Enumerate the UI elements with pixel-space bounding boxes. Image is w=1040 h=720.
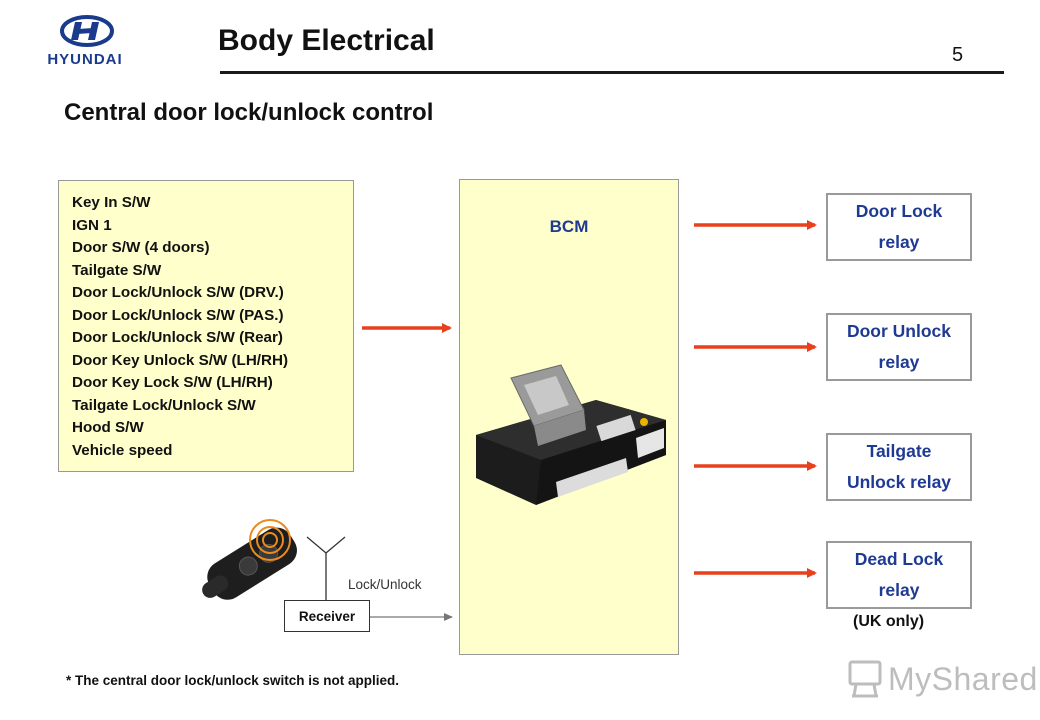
header-title: Body Electrical	[218, 24, 435, 57]
footnote: * The central door lock/unlock switch is…	[66, 673, 400, 688]
brand-wordmark: HYUNDAI	[47, 51, 122, 68]
lock-unlock-signal-label: Lock/Unlock	[348, 577, 422, 592]
input-item: Door Key Lock S/W (LH/RH)	[72, 374, 273, 391]
relay-line1: Door Unlock	[846, 321, 952, 341]
input-item: Door Lock/Unlock S/W (DRV.)	[72, 284, 284, 301]
input-item: Key In S/W	[72, 194, 151, 211]
section-title: Central door lock/unlock control	[64, 99, 434, 126]
bcm-module-icon	[476, 364, 666, 505]
uk-only-note: (UK only)	[853, 613, 925, 630]
hyundai-logo: HYUNDAI	[47, 15, 122, 68]
relay-line1: Tailgate	[866, 441, 932, 461]
input-item: Tailgate Lock/Unlock S/W	[72, 396, 256, 414]
relay-line1: Door Lock	[855, 201, 943, 221]
input-item: Door Lock/Unlock S/W (Rear)	[72, 329, 283, 346]
antenna-right	[325, 536, 346, 554]
relay-line1: Dead Lock	[854, 549, 944, 569]
bcm-label: BCM	[549, 217, 589, 236]
receiver-label: Receiver	[298, 608, 356, 624]
input-item: Door Lock/Unlock S/W (PAS.)	[72, 306, 284, 324]
inputs-list-box: Key In S/W IGN 1 Door S/W (4 doors) Tail…	[58, 180, 354, 472]
bcm-box: BCM	[459, 179, 679, 655]
watermark-text: MyShared	[888, 661, 1038, 697]
door-lock-relay: Door Lock relay	[826, 193, 972, 261]
header-divider	[220, 71, 1004, 74]
input-item: IGN 1	[72, 216, 112, 234]
input-item: Door S/W (4 doors)	[72, 239, 210, 256]
relay-line2: relay	[878, 232, 920, 252]
input-item: Tailgate S/W	[72, 261, 162, 279]
page-number: 5	[952, 44, 964, 66]
relay-line2: relay	[878, 580, 920, 600]
dead-lock-relay: Dead Lock relay	[826, 541, 972, 609]
antenna-left	[306, 536, 327, 554]
input-item: Vehicle speed	[72, 441, 173, 459]
door-unlock-relay: Door Unlock relay	[826, 313, 972, 381]
input-item: Hood S/W	[72, 419, 144, 436]
watermark-icon	[848, 660, 882, 698]
relay-line2: Unlock relay	[846, 472, 952, 492]
input-item: Door Key Unlock S/W (LH/RH)	[72, 351, 289, 369]
relay-line2: relay	[878, 352, 920, 372]
receiver-box: Receiver	[284, 600, 370, 632]
